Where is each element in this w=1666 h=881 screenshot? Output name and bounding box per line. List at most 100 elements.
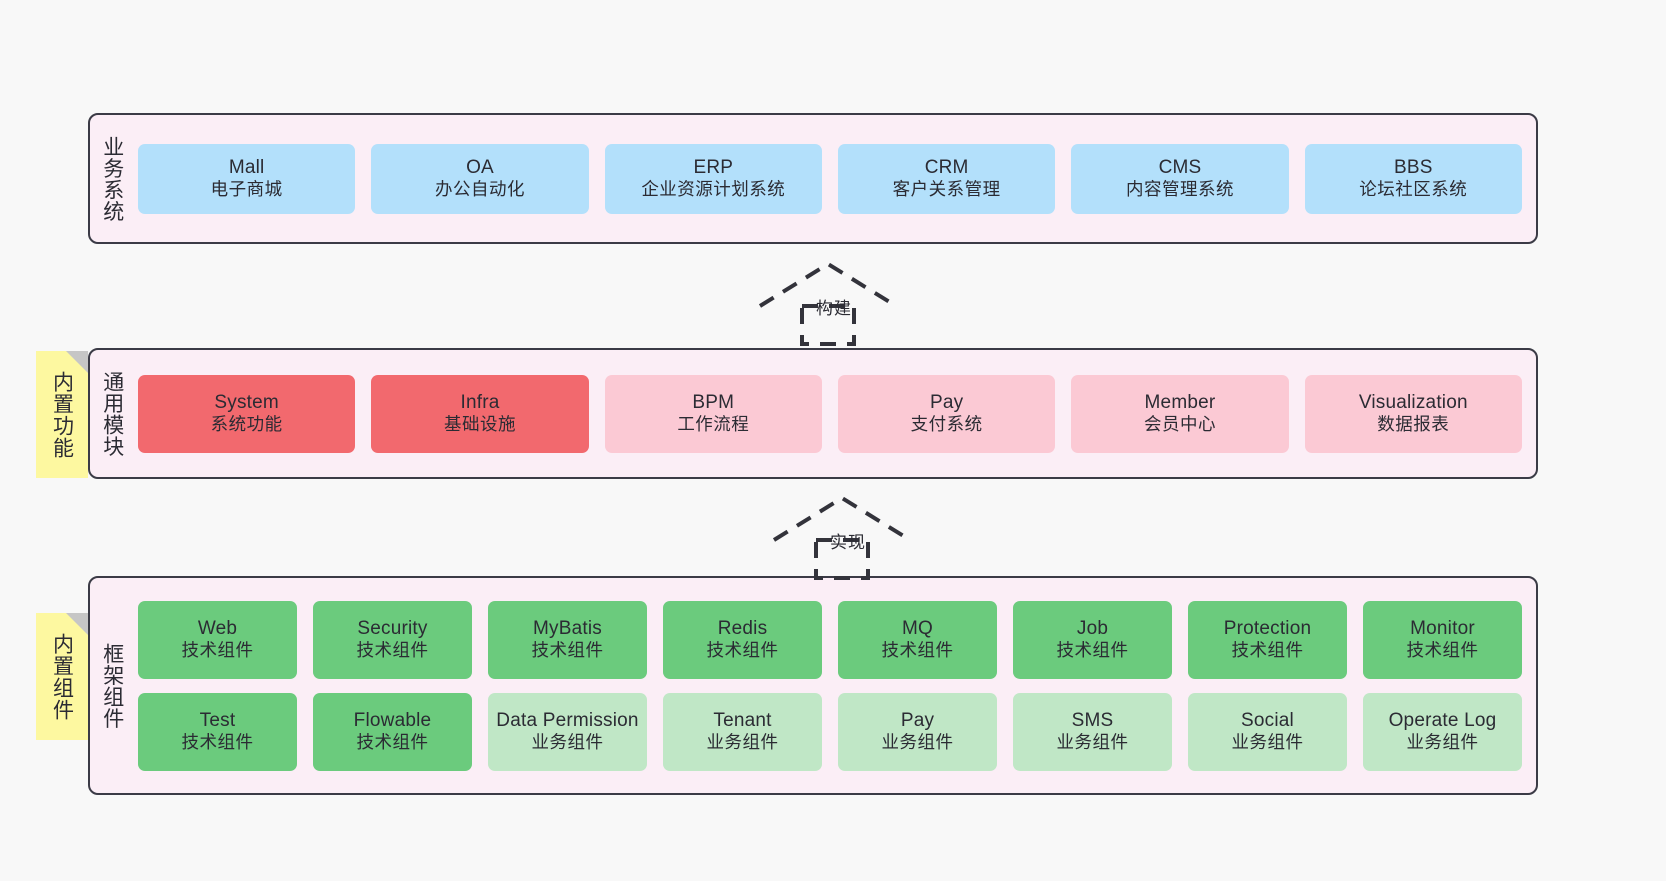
card-title-cn: 业务组件 (1406, 732, 1479, 753)
card-title-cn: 会员中心 (1143, 414, 1216, 435)
card-visualization[interactable]: Visualization 数据报表 (1304, 374, 1522, 453)
card-pay-module[interactable]: Pay 支付系统 (837, 374, 1056, 453)
generalization-arrow-icon (758, 261, 898, 346)
card-title-cn: 支付系统 (910, 414, 983, 435)
connector-label-build: 构建 (816, 299, 852, 318)
framework-card-row-business: Test 技术组件 Flowable 技术组件 Data Permission … (138, 692, 1522, 771)
card-title-en: Infra (460, 391, 500, 413)
card-title-en: ERP (693, 156, 734, 178)
card-title-cn: 技术组件 (881, 640, 954, 661)
card-bpm[interactable]: BPM 工作流程 (604, 374, 822, 453)
card-bbs[interactable]: BBS 论坛社区系统 (1304, 143, 1522, 214)
framework-cards-area: Web 技术组件 Security 技术组件 MyBatis 技术组件 Redi… (134, 578, 1536, 793)
card-title-en: BPM (692, 391, 735, 413)
card-cms[interactable]: CMS 内容管理系统 (1071, 143, 1289, 214)
common-card-row: System 系统功能 Infra 基础设施 BPM 工作流程 Pay 支付系统… (138, 374, 1522, 453)
card-title-en: Test (199, 709, 236, 731)
card-tenant[interactable]: Tenant 业务组件 (663, 692, 822, 771)
section-business-systems: 业务系统 Mall 电子商城 OA 办公自动化 ERP 企业资源计划系统 CRM… (88, 113, 1538, 244)
card-title-cn: 业务组件 (1056, 732, 1129, 753)
section-title-framework: 框架组件 (100, 642, 124, 729)
card-title-en: Social (1241, 709, 1294, 731)
section-title-common: 通用模块 (100, 370, 124, 457)
card-data-permission[interactable]: Data Permission 业务组件 (488, 692, 647, 771)
card-title-en: Protection (1223, 617, 1312, 639)
card-social[interactable]: Social 业务组件 (1188, 692, 1347, 771)
card-title-en: Monitor (1410, 617, 1475, 639)
card-title-cn: 技术组件 (706, 640, 779, 661)
framework-card-row-technical: Web 技术组件 Security 技术组件 MyBatis 技术组件 Redi… (138, 600, 1522, 679)
card-title-en: MyBatis (533, 617, 602, 639)
card-sms[interactable]: SMS 业务组件 (1013, 692, 1172, 771)
card-title-cn: 数据报表 (1377, 414, 1450, 435)
card-test[interactable]: Test 技术组件 (138, 692, 297, 771)
section-title-business: 业务系统 (100, 135, 124, 222)
card-title-en: Data Permission (496, 709, 639, 731)
card-system[interactable]: System 系统功能 (138, 374, 356, 453)
card-title-cn: 技术组件 (181, 640, 254, 661)
generalization-arrow-icon (772, 495, 912, 580)
card-title-cn: 电子商城 (210, 179, 283, 200)
card-title-en: Operate Log (1388, 709, 1497, 731)
card-title-en: Mall (228, 156, 265, 178)
card-redis[interactable]: Redis 技术组件 (663, 600, 822, 679)
card-title-en: Pay (900, 709, 935, 731)
common-cards-area: System 系统功能 Infra 基础设施 BPM 工作流程 Pay 支付系统… (134, 350, 1536, 477)
card-crm[interactable]: CRM 客户关系管理 (837, 143, 1056, 214)
card-operate-log[interactable]: Operate Log 业务组件 (1363, 692, 1522, 771)
card-title-en: CRM (924, 156, 969, 178)
section-common-modules: 通用模块 System 系统功能 Infra 基础设施 BPM 工作流程 Pay… (88, 348, 1538, 479)
business-cards-area: Mall 电子商城 OA 办公自动化 ERP 企业资源计划系统 CRM 客户关系… (134, 115, 1536, 242)
card-title-en: Web (197, 617, 238, 639)
sticky-note-builtin-function: 内置功能 (36, 351, 88, 478)
connector-build: 构建 (754, 258, 902, 348)
card-mq[interactable]: MQ 技术组件 (838, 600, 997, 679)
card-title-cn: 业务组件 (531, 732, 604, 753)
card-title-en: Visualization (1358, 391, 1468, 413)
card-pay-component[interactable]: Pay 业务组件 (838, 692, 997, 771)
card-title-en: Member (1144, 391, 1216, 413)
card-title-cn: 技术组件 (181, 732, 254, 753)
card-title-cn: 基础设施 (443, 414, 516, 435)
connector-label-implement: 实现 (830, 533, 866, 552)
card-title-cn: 技术组件 (356, 640, 429, 661)
card-erp[interactable]: ERP 企业资源计划系统 (604, 143, 822, 214)
card-title-en: Pay (929, 391, 964, 413)
card-security[interactable]: Security 技术组件 (313, 600, 472, 679)
card-title-cn: 内容管理系统 (1125, 179, 1234, 200)
card-title-cn: 系统功能 (210, 414, 283, 435)
card-title-en: SMS (1071, 709, 1114, 731)
card-title-en: Flowable (353, 709, 432, 731)
card-title-en: OA (466, 156, 494, 178)
card-oa[interactable]: OA 办公自动化 (371, 143, 589, 214)
sticky-note-label: 内置功能 (50, 370, 74, 459)
card-title-cn: 技术组件 (356, 732, 429, 753)
card-protection[interactable]: Protection 技术组件 (1188, 600, 1347, 679)
card-title-cn: 技术组件 (531, 640, 604, 661)
card-title-cn: 企业资源计划系统 (641, 179, 786, 200)
business-card-row: Mall 电子商城 OA 办公自动化 ERP 企业资源计划系统 CRM 客户关系… (138, 143, 1522, 214)
card-title-en: Security (357, 617, 428, 639)
sticky-note-label: 内置组件 (50, 632, 74, 721)
card-title-cn: 工作流程 (677, 414, 750, 435)
card-title-en: MQ (901, 617, 933, 639)
card-mybatis[interactable]: MyBatis 技术组件 (488, 600, 647, 679)
card-title-cn: 客户关系管理 (892, 179, 1001, 200)
card-title-cn: 业务组件 (706, 732, 779, 753)
card-title-cn: 业务组件 (881, 732, 954, 753)
card-infra[interactable]: Infra 基础设施 (371, 374, 589, 453)
card-title-en: Job (1076, 617, 1109, 639)
card-title-cn: 办公自动化 (434, 179, 525, 200)
card-flowable[interactable]: Flowable 技术组件 (313, 692, 472, 771)
section-framework-components: 框架组件 Web 技术组件 Security 技术组件 MyBatis 技术组件… (88, 576, 1538, 795)
card-web[interactable]: Web 技术组件 (138, 600, 297, 679)
card-monitor[interactable]: Monitor 技术组件 (1363, 600, 1522, 679)
sticky-note-builtin-component: 内置组件 (36, 613, 88, 740)
card-member[interactable]: Member 会员中心 (1071, 374, 1289, 453)
card-title-cn: 论坛社区系统 (1359, 179, 1468, 200)
card-title-cn: 技术组件 (1406, 640, 1479, 661)
card-mall[interactable]: Mall 电子商城 (138, 143, 356, 214)
card-title-cn: 技术组件 (1231, 640, 1304, 661)
card-job[interactable]: Job 技术组件 (1013, 600, 1172, 679)
